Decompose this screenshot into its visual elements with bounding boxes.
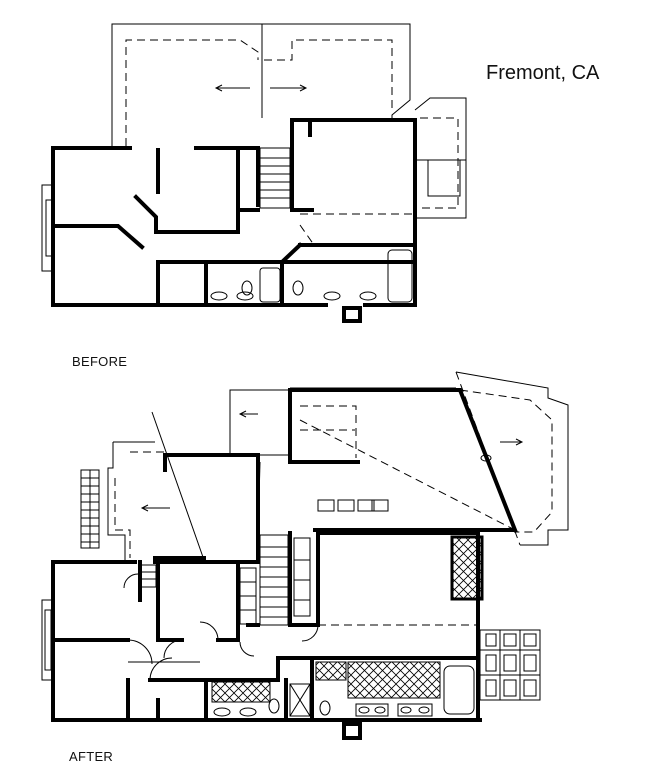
toilet-icon [319, 700, 331, 716]
after-side-deck [479, 629, 541, 701]
after-stairs [139, 534, 311, 626]
toilet-icon [292, 280, 304, 296]
after-window-bay [41, 599, 53, 681]
after-doors [123, 573, 319, 681]
vanity-icon [355, 703, 389, 717]
sink-icon [323, 291, 341, 301]
sink-icon [239, 707, 257, 717]
after-fixtures [213, 665, 475, 740]
after-main-walls [51, 531, 482, 722]
skylight-icon [337, 499, 355, 512]
door-swing-icon [123, 573, 139, 589]
chimney-icon [342, 306, 362, 323]
before-arrow-left [214, 84, 250, 92]
after-arrow-left-2 [140, 504, 170, 512]
tub-icon [443, 665, 475, 715]
chimney-icon [342, 722, 362, 740]
before-walls [51, 118, 417, 307]
after-arrow-right [500, 438, 524, 446]
sink-icon [400, 706, 412, 714]
before-fixtures [210, 249, 413, 323]
before-side-deck [414, 97, 467, 219]
after-great-room [153, 388, 518, 564]
door-swing-icon [239, 641, 255, 657]
after-left-deck [80, 411, 205, 561]
tile-area [347, 661, 441, 699]
toilet-icon [268, 698, 280, 714]
before-arrow-right [270, 84, 308, 92]
location-title: Fremont, CA [486, 62, 600, 84]
sink-icon [210, 291, 228, 301]
skylight-icon [371, 499, 389, 512]
tile-area [211, 681, 271, 703]
before-deck [111, 23, 411, 146]
before-label: BEFORE [72, 354, 128, 369]
shower-icon [289, 683, 311, 717]
door-swing-icon [149, 657, 173, 681]
sink-icon [236, 291, 254, 301]
after-arrow-left [238, 410, 258, 418]
door-swing-icon [127, 639, 153, 665]
after-rear-deck [229, 371, 569, 546]
before-stairs [259, 147, 291, 209]
after-lower-rooms [128, 624, 478, 663]
tile-area [315, 661, 347, 681]
after-label: AFTER [69, 749, 114, 764]
sink-icon [213, 707, 231, 717]
toilet-icon [241, 280, 253, 296]
sink-icon [374, 706, 386, 714]
sink-icon [418, 706, 430, 714]
sink-icon [358, 706, 370, 714]
skylight-icon [357, 499, 375, 512]
vanity-icon [397, 703, 433, 717]
tub-icon [387, 249, 413, 303]
after-plan [41, 371, 569, 740]
skylight-icon [317, 499, 335, 512]
tub-icon [259, 267, 281, 303]
after-tile-floors [211, 535, 484, 703]
sink-icon [359, 291, 377, 301]
door-swing-icon [163, 639, 183, 659]
before-plan [41, 23, 467, 323]
door-swing-icon [301, 624, 319, 642]
door-swing-icon [199, 621, 219, 641]
tile-area [450, 535, 484, 601]
